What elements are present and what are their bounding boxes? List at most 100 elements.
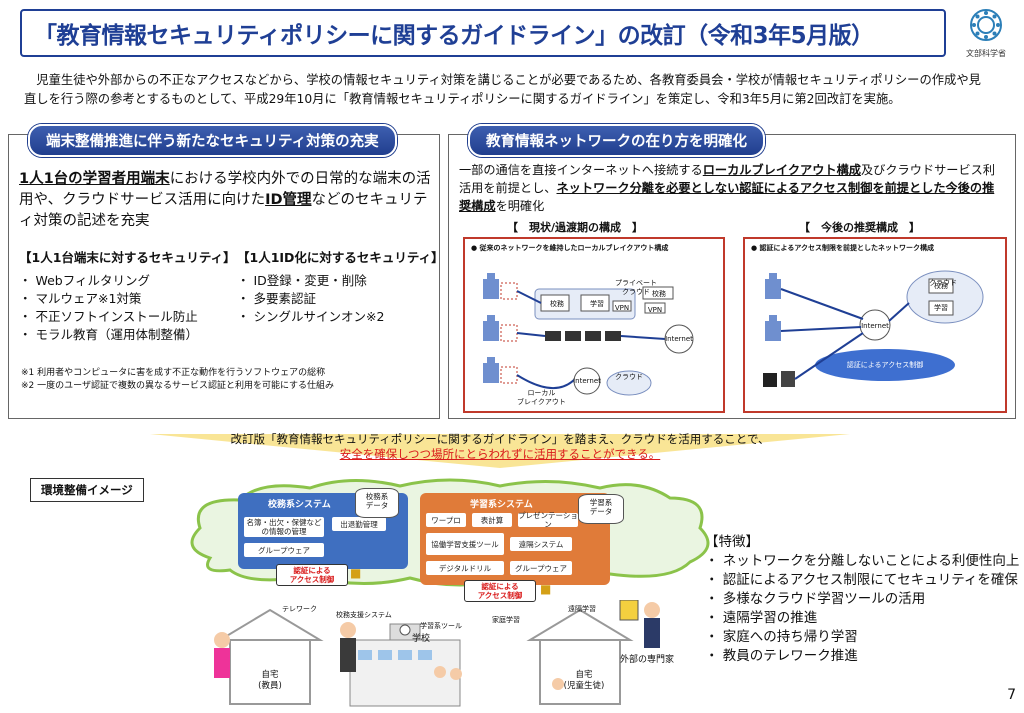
logo-text: 文部科学省 — [966, 49, 1006, 58]
label-home-teacher: 自宅 (教員) — [258, 670, 282, 691]
features-title: 【特徴】 — [705, 534, 759, 550]
left-panel-title: 端末整備推進に伴う新たなセキュリティ対策の充実 — [28, 124, 397, 157]
komu-tag-2: 出退勤管理 — [332, 517, 386, 531]
page-title: 「教育情報セキュリティポリシーに関するガイドライン」の改訂（令和3年5月版） — [34, 23, 874, 49]
right-emphasis-2: ローカルブレイクアウト構成 — [702, 163, 861, 177]
dl-internet: Internet — [665, 335, 693, 343]
label-school: 学校 — [412, 634, 431, 644]
sub2-title: 【1人1ID化に対するセキュリティ】 — [237, 250, 444, 265]
auth-control-2: 認証による アクセス制御 — [464, 580, 536, 602]
label-tools: 学習系ツール — [420, 622, 462, 630]
dl-cloud: クラウド — [615, 373, 643, 381]
right-text-1: 一部の通信を直接インターネットへ接続する — [459, 163, 703, 177]
komu-system-title: 校務系システム — [268, 500, 331, 510]
banner-line-2: 安全を確保しつつ場所にとらわれずに活用することができる。 — [339, 447, 661, 461]
banner-text: 改訂版「教育情報セキュリティポリシーに関するガイドライン」を踏まえ、クラウドを活… — [150, 432, 850, 462]
list-item: ・ モラル教育（運用体制整備） — [19, 327, 198, 342]
dl-gakushu: 学習 — [590, 300, 604, 308]
network-diagram-recommended — [763, 270, 984, 387]
dl-vpn2: VPN — [647, 306, 663, 314]
feature-item: ・ 家庭への持ち帰り学習 — [705, 629, 858, 645]
lock-icon: ■ — [540, 582, 552, 596]
footnote-1: ※1 利用者やコンピュータに害を成す不正な動作を行うソフトウェアの総称 — [21, 368, 326, 378]
network-diagram-current — [483, 273, 694, 396]
label-expert: 外部の専門家 — [620, 655, 675, 665]
gakushu-tag-1: ワープロ — [426, 513, 466, 527]
footnote-2: ※2 一度のユーザ認証で複数の異なるサービス認証と利用を可能にする仕組み — [21, 381, 335, 391]
dr-internet: Internet — [861, 322, 889, 330]
lead-emphasis-1: 1人1台の学習者用端末 — [19, 171, 170, 187]
intro-text: 児童生徒や外部からの不正なアクセスなどから、学校の情報セキュリティ対策を講じるこ… — [24, 73, 981, 106]
dr-cloud: クラウド — [929, 279, 957, 287]
left-panel: 1人1台の学習者用端末における学校内外での日常的な端末の活用や、クラウドサービス… — [8, 134, 444, 419]
komu-tag-1: 名簿・出欠・保健などの情報の管理 — [244, 517, 324, 537]
sub2-list: ・ ID登録・変更・削除 ・ 多要素認証 ・ シングルサインオン※2 — [237, 272, 384, 326]
banner-line-1: 改訂版「教育情報セキュリティポリシーに関するガイドライン」を踏まえ、クラウドを活… — [230, 432, 770, 446]
right-text-3: 及びクラウドサービス利活用を前提とし、 — [459, 163, 996, 195]
dl-internet2: Internet — [573, 377, 601, 385]
feature-item: ・ ネットワークを分離しないことによる利便性向上 — [705, 553, 1020, 569]
gakushu-system-title: 学習系システム — [470, 500, 533, 510]
dl-komu2: 校務 — [652, 290, 666, 298]
diagram-right-heading: 【 今後の推奨構成 】 — [799, 221, 920, 234]
right-panel: 一部の通信を直接インターネットへ接続するローカルブレイクアウト構成及びクラウドサ… — [448, 134, 1016, 419]
features: 【特徴】 ・ ネットワークを分離しないことによる利便性向上 ・ 認証によるアクセ… — [705, 533, 1019, 666]
dr-gakushu: 学習 — [934, 304, 948, 312]
list-item: ・ Webフィルタリング — [19, 273, 150, 288]
env-label: 環境整備イメージ — [30, 478, 144, 502]
gakushu-tag-4: 協働学習支援ツール — [426, 533, 504, 555]
gakushu-tag-5: 遠隔システム — [510, 537, 572, 551]
scene-illustration — [214, 600, 660, 707]
list-item: ・ シングルサインオン※2 — [237, 309, 385, 324]
right-panel-title: 教育情報ネットワークの在り方を明確化 — [468, 124, 765, 157]
label-home-study: 家庭学習 — [492, 616, 520, 624]
dr-auth: 認証によるアクセス制御 — [846, 361, 924, 369]
dl-local: ローカル ブレイクアウト — [517, 389, 566, 406]
diagram-current: ● 従来のネットワークを維持したローカルブレイクアウト構成 — [463, 237, 725, 413]
gakushu-tag-2: 表計算 — [472, 513, 512, 527]
label-remote: 遠隔学習 — [568, 605, 596, 613]
title-box: 「教育情報セキュリティポリシーに関するガイドライン」の改訂（令和3年5月版） — [20, 9, 946, 57]
label-support: 校務支援システム — [336, 611, 392, 619]
feature-item: ・ 認証によるアクセス制限にてセキュリティを確保 — [705, 572, 1018, 588]
feature-item: ・ 多様なクラウド学習ツールの活用 — [705, 591, 926, 607]
list-item: ・ 不正ソフトインストール防止 — [19, 309, 198, 324]
label-telework: テレワーク — [282, 605, 317, 613]
komu-tag-3: グループウェア — [244, 543, 324, 557]
komu-data: 校務系 データ — [355, 488, 399, 518]
dl-private-cloud: プライベート クラウド — [615, 279, 657, 296]
list-item: ・ ID登録・変更・削除 — [237, 273, 367, 288]
sub1-title: 【1人1台端末に対するセキュリティ】 — [19, 250, 236, 265]
lead-text-4: などのセキュリティ対策の記述を充実 — [19, 192, 428, 229]
intro-paragraph: 児童生徒や外部からの不正なアクセスなどから、学校の情報セキュリティ対策を講じるこ… — [24, 71, 984, 109]
sub1-list: ・ Webフィルタリング ・ マルウェア※1対策 ・ 不正ソフトインストール防止… — [19, 272, 198, 344]
dr-komu: 校務 — [934, 282, 948, 290]
auth-control-1: 認証による アクセス制御 — [276, 564, 348, 586]
diagram-left-heading: 【 現状/過渡期の構成 】 — [507, 221, 644, 234]
page-number: 7 — [1007, 687, 1016, 703]
lead-text-2: における学校内外での日常的な端末の活用や、クラウドサービス活用に向けた — [19, 171, 431, 208]
right-emphasis-4: ネットワーク分離を必要としない認証によるアクセス制御を前提とした今後の推奨構成 — [459, 181, 995, 213]
list-item: ・ マルウェア※1対策 — [19, 291, 142, 306]
dl-vpn: VPN — [614, 304, 630, 312]
gakushu-tag-3: プレゼンテーション — [518, 511, 578, 529]
gakushu-tag-6: デジタルドリル — [426, 561, 504, 575]
banner: 改訂版「教育情報セキュリティポリシーに関するガイドライン」を踏まえ、クラウドを活… — [150, 432, 850, 468]
dl-komu: 校務 — [550, 300, 564, 308]
feature-item: ・ 遠隔学習の推進 — [705, 610, 818, 626]
feature-item: ・ 教員のテレワーク推進 — [705, 648, 858, 664]
list-item: ・ 多要素認証 — [237, 291, 316, 306]
mext-emblem-icon — [970, 9, 1002, 41]
gakushu-data: 学習系 データ — [578, 494, 624, 524]
gakushu-tag-7: グループウェア — [510, 561, 572, 575]
left-lead: 1人1台の学習者用端末における学校内外での日常的な端末の活用や、クラウドサービス… — [19, 169, 434, 232]
right-text-5: を明確化 — [495, 199, 545, 213]
footnotes: ※1 利用者やコンピュータに害を成す不正な動作を行うソフトウェアの総称 ※2 一… — [21, 367, 334, 393]
label-home-student: 自宅 (児童生徒) — [563, 670, 605, 691]
banner-arrow — [150, 434, 850, 468]
right-lead: 一部の通信を直接インターネットへ接続するローカルブレイクアウト構成及びクラウドサ… — [459, 161, 1004, 215]
diagram-left-caption: ● 従来のネットワークを維持したローカルブレイクアウト構成 — [471, 244, 669, 252]
lead-emphasis-3: ID管理 — [265, 192, 312, 208]
mext-logo: 文部科学省 — [966, 8, 1006, 58]
